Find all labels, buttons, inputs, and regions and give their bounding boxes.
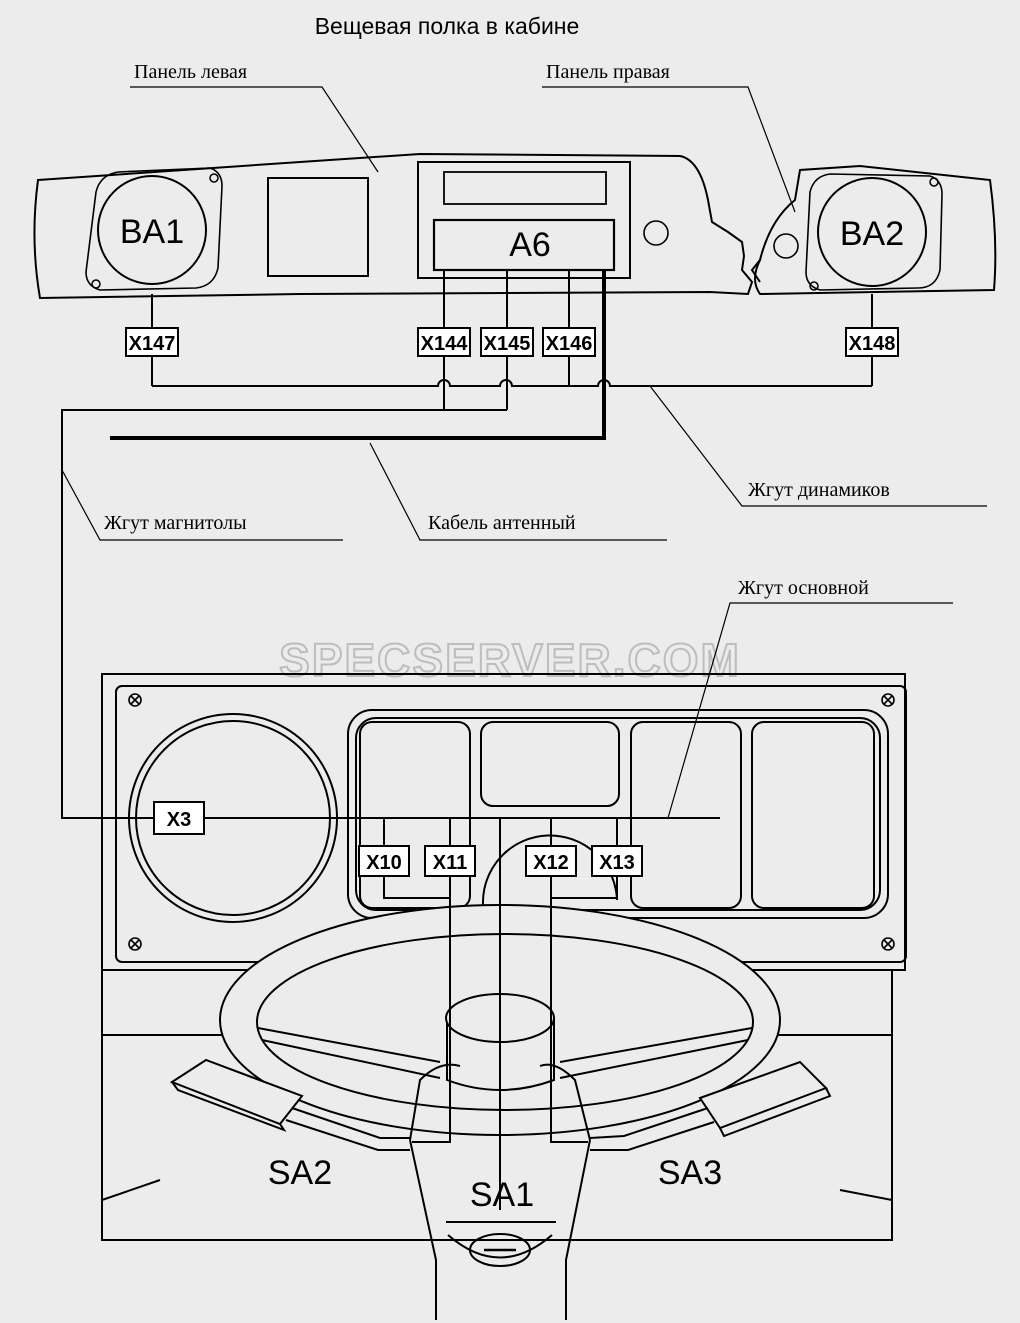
radio-harness-line [61,409,720,819]
stalk-sa3 [589,1060,832,1151]
connector-x144-label: X144 [421,333,469,355]
connector-x147-label: X147 [129,333,176,355]
panel-screws [128,693,895,951]
connector-x3-label: X3 [167,809,191,831]
watermark-text: SPECSERVER.COM [279,634,741,686]
connector-x147: X147 [125,327,179,357]
shelf-square-cutout [267,177,369,277]
connector-x11-label: X11 [433,852,467,874]
callout-leaders [61,86,987,819]
connector-x145-label: X145 [484,333,531,355]
label-panel-right: Панель правая [546,61,670,83]
connector-x146-label: X146 [546,333,593,355]
radio-a6-label: A6 [509,226,551,264]
connector-x13-label: X13 [599,852,635,874]
connector-x148: X148 [845,327,899,357]
connector-x10: X10 [358,845,410,877]
speaker-harness-line [152,379,872,387]
switch-sa3-label: SA3 [658,1154,722,1192]
connector-x11: X11 [424,845,476,877]
label-harness-main: Жгут основной [738,577,869,599]
connector-x148-label: X148 [849,333,896,355]
connector-x10-label: X10 [366,852,402,874]
connector-x145: X145 [480,327,534,357]
speaker-ba2-label: BA2 [840,215,904,253]
shelf-panel [33,152,997,300]
horn-button [446,1221,556,1267]
antenna-cable-line [110,270,606,440]
speaker-ba2: BA2 [805,173,943,291]
stalk-sa2 [169,1058,410,1151]
shelf-panel-left-outline [33,152,754,300]
label-panel-left: Панель левая [134,61,247,83]
speaker-ba1-cone [97,175,207,285]
main-harness-wiring [383,818,618,1210]
connector-x13: X13 [591,845,643,877]
shelf-hole-left [643,220,669,246]
radio-display [443,171,607,205]
label-cable-antenna: Кабель антенный [428,512,576,534]
shelf-hole-right [773,233,799,259]
shelf-panel-right-outline [754,164,997,296]
label-harness-speakers: Жгут динамиков [748,479,890,501]
instrument-gauge [128,713,338,923]
radio-a6-box [432,218,616,272]
speaker-ba2-cone [817,177,927,287]
speaker-ba1-label: BA1 [120,213,184,251]
radio-housing: A6 [417,161,631,279]
switch-sa1-label: SA1 [470,1176,534,1214]
label-harness-radio: Жгут магнитолы [104,512,247,534]
connector-x12-label: X12 [533,852,569,874]
connector-x12: X12 [525,845,577,877]
speaker-ba1: BA1 [85,167,223,291]
diagram-title: Вещевая полка в кабине [315,13,580,39]
connector-x3: X3 [153,801,205,835]
connector-x144: X144 [417,327,471,357]
connector-x146: X146 [542,327,596,357]
switch-sa2-label: SA2 [268,1154,332,1192]
dashboard-frame [101,673,906,1241]
